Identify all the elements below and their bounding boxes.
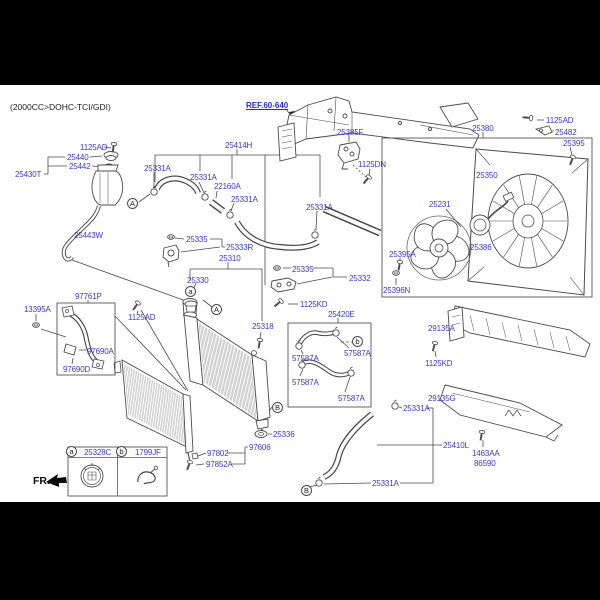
small-parts-layer — [32, 114, 577, 487]
callout-25380: 25380 — [472, 124, 494, 133]
callout-1125KD: 1125KD — [300, 300, 328, 309]
fan-motor-drawing — [469, 191, 515, 236]
ref-60-640-link[interactable]: REF.60-640 — [246, 101, 289, 110]
callout-25328C: 25328C — [84, 448, 112, 457]
callout-57587A: 57587A — [344, 349, 371, 358]
view-marker-b: b — [352, 336, 363, 347]
callout-97690A: 97690A — [87, 347, 114, 356]
radiator-grommet-25336 — [254, 430, 268, 438]
callout-1125KD: 1125KD — [425, 359, 453, 368]
view-marker-A: A — [211, 304, 222, 315]
bracket-25385F-drawing — [337, 141, 361, 170]
thermostat-housing-25333R — [162, 244, 180, 268]
view-marker-B: B — [272, 402, 283, 413]
air-duct-29135G — [439, 384, 563, 442]
callout-25482: 25482 — [555, 128, 577, 137]
callout-57587A: 57587A — [338, 394, 365, 403]
callout-97852A: 97852A — [206, 460, 233, 469]
callout-25331A: 25331A — [403, 404, 430, 413]
engine-spec-label: (2000CC>DOHC-TCI/GDI) — [10, 102, 111, 112]
radiator-cap-25330 — [184, 300, 198, 313]
view-marker-a: a — [185, 286, 196, 297]
lower-hose-25410L — [322, 411, 374, 480]
callout-25386: 25386 — [470, 243, 492, 252]
callout-25395A: 25395A — [389, 250, 416, 259]
reservoir-tank-drawing — [91, 151, 124, 206]
callout-25331A: 25331A — [190, 173, 217, 182]
air-guard-box-97761P — [56, 302, 116, 376]
callout-57587A: 57587A — [292, 378, 319, 387]
callout-25331A: 25331A — [144, 164, 171, 173]
radiator-fan-drawing — [406, 215, 472, 281]
callout-25335: 25335 — [186, 235, 208, 244]
callout-1125AD: 1125AD — [80, 143, 108, 152]
callout-1125DN: 1125DN — [358, 160, 386, 169]
callout-25332: 25332 — [349, 274, 371, 283]
callout-25331A: 25331A — [231, 195, 258, 204]
fr-direction-arrow — [46, 474, 67, 487]
callout-22160A: 22160A — [214, 182, 241, 191]
diagram-line-art — [32, 96, 593, 497]
frame-rail-drawing — [277, 96, 480, 162]
callout-25350: 25350 — [476, 171, 498, 180]
view-marker-a: a — [66, 446, 77, 457]
outlet-fitting-25332 — [270, 277, 297, 293]
callout-86590: 86590 — [474, 459, 496, 468]
callout-25414H: 25414H — [225, 141, 253, 150]
callout-1125AD: 1125AD — [128, 313, 156, 322]
callout-25430T: 25430T — [15, 170, 42, 179]
clip-97690A — [63, 343, 77, 356]
legend-clamp-drawing — [137, 465, 159, 485]
callout-1799JF: 1799JF — [135, 448, 161, 457]
callout-25331A: 25331A — [372, 479, 399, 488]
fan-mount-bracket-25482 — [535, 125, 553, 136]
callout-97606: 97606 — [249, 443, 271, 452]
callout-13395A: 13395A — [24, 305, 51, 314]
air-duct-29135A — [447, 305, 591, 358]
upper-hoses-drawing — [154, 175, 382, 251]
callout-25396N: 25396N — [383, 286, 411, 295]
callout-25440: 25440 — [67, 153, 89, 162]
fan-assembly-box — [381, 137, 593, 298]
callout-1125AD: 1125AD — [546, 116, 574, 125]
condenser-drawing — [113, 359, 199, 463]
callout-97761P: 97761P — [75, 292, 102, 301]
view-marker-B: B — [301, 485, 312, 496]
callout-25333R: 25333R — [226, 243, 254, 252]
view-marker-b: b — [116, 446, 127, 457]
legend-cap-drawing — [80, 463, 104, 488]
callout-97802: 97802 — [207, 449, 229, 458]
callout-25330: 25330 — [187, 276, 209, 285]
callout-25231: 25231 — [429, 200, 451, 209]
fan-shroud-drawing — [467, 148, 589, 296]
callout-97690D: 97690D — [63, 365, 91, 374]
view-marker-A: A — [127, 198, 138, 209]
callout-25331A: 25331A — [306, 203, 333, 212]
callout-25443W: 25443W — [74, 231, 103, 240]
callout-25420E: 25420E — [328, 310, 355, 319]
callout-29135G: 29135G — [428, 394, 456, 403]
hose-kit-box-25420E — [287, 322, 372, 408]
callout-57587A: 57587A — [292, 354, 319, 363]
callout-25336: 25336 — [273, 430, 295, 439]
callout-25335: 25335 — [292, 265, 314, 274]
fr-label: FR. — [33, 475, 50, 487]
callout-25310: 25310 — [219, 254, 241, 263]
callout-25318: 25318 — [252, 322, 274, 331]
callout-25410L: 25410L — [443, 441, 469, 450]
callout-1463AA: 1463AA — [472, 449, 500, 458]
callout-25442: 25442 — [69, 162, 91, 171]
callout-29135A: 29135A — [428, 324, 455, 333]
diagram-area: (2000CC>DOHC-TCI/GDI) REF.60-640 FR. 112… — [0, 85, 600, 502]
callout-25385F: 25385F — [337, 128, 364, 137]
overflow-hose-highlight — [62, 205, 101, 261]
radiator-drawing — [182, 298, 271, 435]
callout-25395: 25395 — [563, 139, 585, 148]
